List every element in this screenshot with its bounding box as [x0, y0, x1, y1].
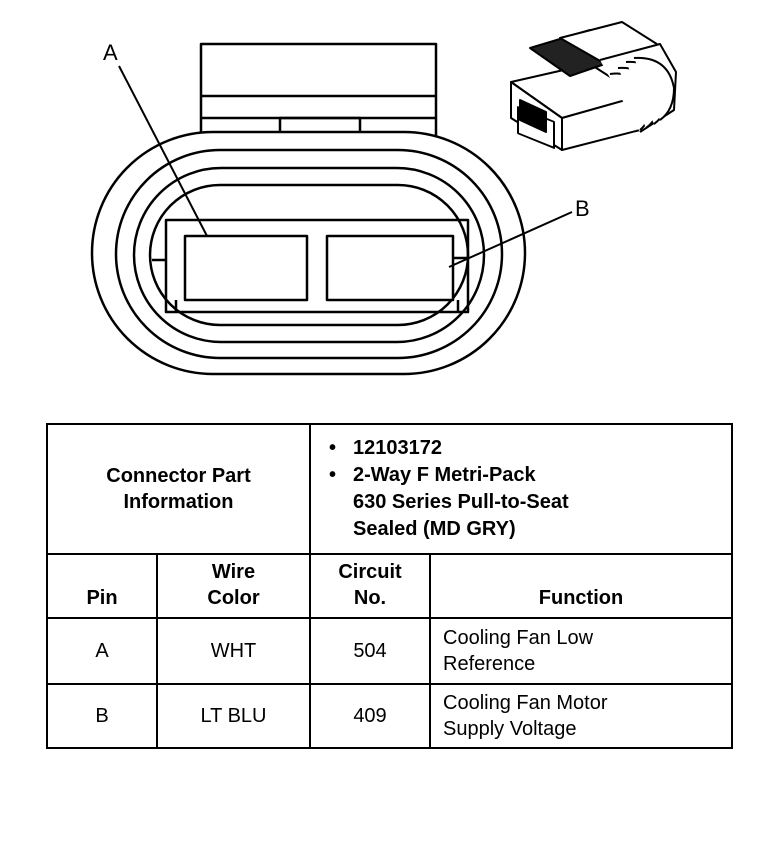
connector-housing-outer — [90, 130, 527, 376]
header-circuit-no: Circuit No. — [309, 553, 431, 619]
part-info-item: • 12103172 — [329, 435, 723, 462]
part-info-label: Connector Part — [106, 465, 251, 487]
part-info-label-cell: Connector Part Information — [46, 423, 311, 555]
connector-face-diagram — [90, 21, 677, 376]
function-cell: Cooling Fan Motor Supply Voltage — [429, 683, 733, 749]
part-number: 12103172 — [353, 437, 442, 459]
part-description-line: 630 Series Pull-to-Seat — [353, 491, 569, 513]
function-cell: Cooling Fan Low Reference — [429, 617, 733, 685]
part-info-label: Information — [123, 491, 234, 513]
callout-label-b: B — [575, 196, 590, 221]
terminal-cavity-a — [183, 234, 309, 302]
part-info-item: • 2-Way F Metri-Pack 630 Series Pull-to-… — [329, 462, 723, 543]
wire-color-cell: WHT — [156, 617, 311, 685]
bullet-icon: • — [329, 464, 337, 486]
circuit-cell: 409 — [309, 683, 431, 749]
part-description-line: 2-Way F Metri-Pack — [353, 464, 536, 486]
callout-label-a: A — [103, 40, 118, 65]
wire-color-cell: LT BLU — [156, 683, 311, 749]
header-pin: Pin — [46, 553, 158, 619]
part-info-row: Connector Part Information • 12103172 • … — [46, 423, 733, 555]
circuit-cell: 504 — [309, 617, 431, 685]
terminal-seat — [164, 218, 470, 314]
pin-cell: A — [46, 617, 158, 685]
part-info-list: • 12103172 • 2-Way F Metri-Pack 630 Seri… — [311, 425, 731, 553]
bullet-icon: • — [329, 437, 337, 459]
table-row: A WHT 504 Cooling Fan Low Reference — [46, 617, 733, 685]
table-row: B LT BLU 409 Cooling Fan Motor Supply Vo… — [46, 683, 733, 749]
part-description-line: Sealed (MD GRY) — [353, 518, 516, 540]
seat-detail — [174, 300, 460, 312]
header-wire-color: Wire Color — [156, 553, 311, 619]
terminal-cavity-b — [325, 234, 455, 302]
header-function: Function — [429, 553, 733, 619]
header-row: Pin Wire Color Circuit No. Function — [46, 553, 733, 619]
seat-detail — [152, 256, 468, 262]
leader-line-a — [118, 65, 208, 237]
connector-info-table: Connector Part Information • 12103172 • … — [46, 423, 733, 749]
pin-cell: B — [46, 683, 158, 749]
part-info-details-cell: • 12103172 • 2-Way F Metri-Pack 630 Seri… — [309, 423, 733, 555]
connector-isometric-view — [510, 21, 677, 151]
connector-housing-inner — [132, 166, 486, 344]
latch-block — [199, 42, 438, 138]
leader-line-b — [448, 211, 573, 268]
connector-housing-ring — [114, 148, 504, 360]
